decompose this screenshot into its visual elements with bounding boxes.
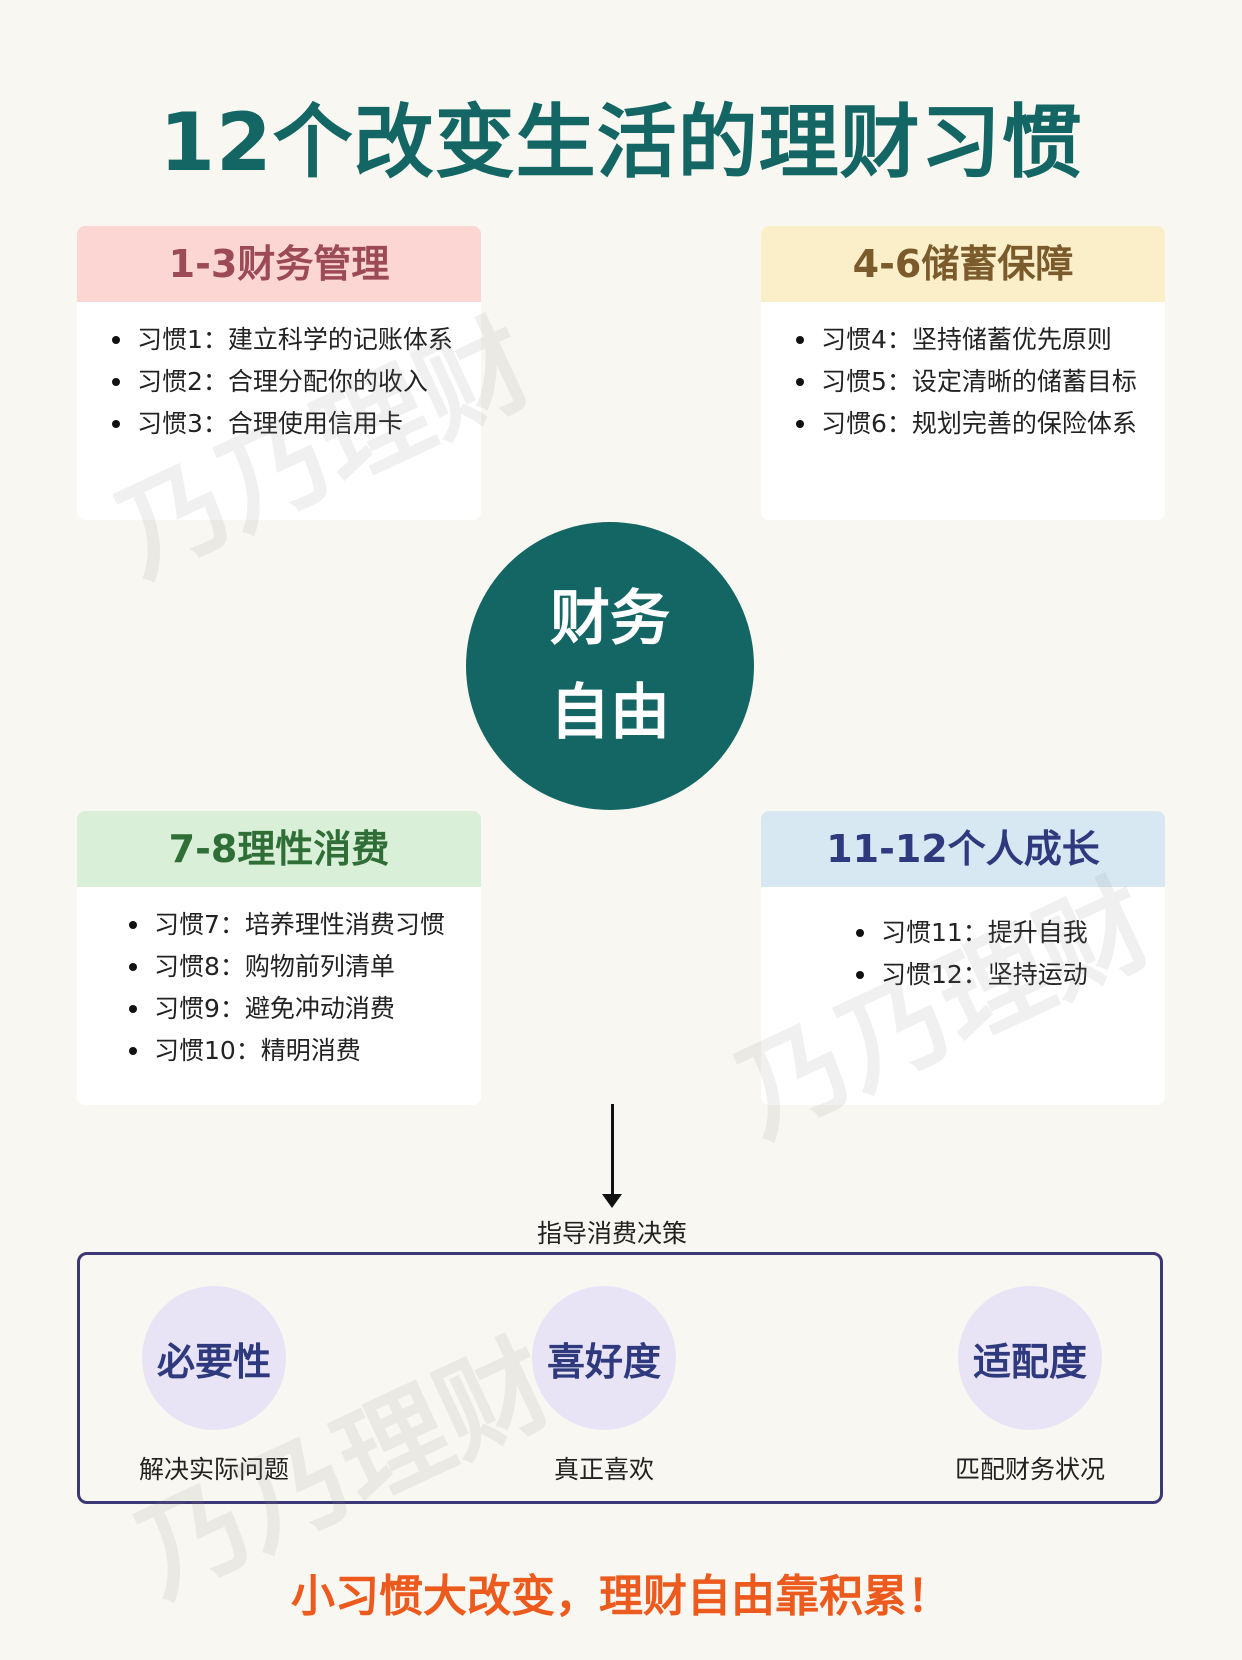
habit-item: 习惯10：精明消费: [129, 1030, 481, 1072]
factor-circle: 适配度: [958, 1286, 1102, 1430]
factor-circle: 必要性: [142, 1286, 286, 1430]
arrow-label: 指导消费决策: [536, 1219, 687, 1248]
factor-circle: 喜好度: [532, 1286, 676, 1430]
habit-item: 习惯4：坚持储蓄优先原则: [796, 319, 1165, 361]
habit-item: 习惯9：避免冲动消费: [129, 988, 481, 1030]
financial-freedom-circle: 财务 自由: [466, 522, 754, 810]
habit-item: 习惯2：合理分配你的收入: [112, 361, 481, 403]
card-heading: 7-8理性消费: [77, 811, 481, 887]
center-line1: 财务: [550, 584, 670, 654]
factor-description: 解决实际问题: [138, 1455, 289, 1484]
habit-list: 习惯4：坚持储蓄优先原则 习惯5：设定清晰的储蓄目标 习惯6：规划完善的保险体系: [761, 302, 1165, 445]
habit-item: 习惯3：合理使用信用卡: [112, 403, 481, 445]
decision-factors-box: [77, 1252, 1163, 1504]
habit-item: 习惯12：坚持运动: [856, 954, 1165, 996]
habit-item: 习惯8：购物前列清单: [129, 946, 481, 988]
card-rational-spending: 7-8理性消费 习惯7：培养理性消费习惯 习惯8：购物前列清单 习惯9：避免冲动…: [77, 811, 481, 1105]
habit-item: 习惯5：设定清晰的储蓄目标: [796, 361, 1165, 403]
factor-suitability: 适配度 匹配财务状况: [920, 1286, 1140, 1486]
factor-necessity: 必要性 解决实际问题: [104, 1286, 324, 1486]
habit-list: 习惯7：培养理性消费习惯 习惯8：购物前列清单 习惯9：避免冲动消费 习惯10：…: [77, 887, 481, 1072]
card-financial-management: 1-3财务管理 习惯1：建立科学的记账体系 习惯2：合理分配你的收入 习惯3：合…: [77, 226, 481, 520]
habit-item: 习惯1：建立科学的记账体系: [112, 319, 481, 361]
habit-item: 习惯6：规划完善的保险体系: [796, 403, 1165, 445]
center-line2: 自由: [550, 678, 670, 748]
habit-list: 习惯1：建立科学的记账体系 习惯2：合理分配你的收入 习惯3：合理使用信用卡: [77, 302, 481, 445]
habit-list: 习惯11：提升自我 习惯12：坚持运动: [761, 887, 1165, 996]
habit-item: 习惯7：培养理性消费习惯: [129, 904, 481, 946]
habit-item: 习惯11：提升自我: [856, 912, 1165, 954]
page-title: 12个改变生活的理财习惯: [159, 96, 1083, 189]
factor-description: 真正喜欢: [553, 1455, 654, 1484]
arrow-down-icon: [611, 1104, 614, 1200]
factor-description: 匹配财务状况: [954, 1455, 1105, 1484]
arrow-head-icon: [602, 1194, 622, 1208]
card-heading: 11-12个人成长: [761, 811, 1165, 887]
card-personal-growth: 11-12个人成长 习惯11：提升自我 习惯12：坚持运动: [761, 811, 1165, 1105]
card-heading: 4-6储蓄保障: [761, 226, 1165, 302]
card-heading: 1-3财务管理: [77, 226, 481, 302]
slogan: 小习惯大改变，理财自由靠积累！: [291, 1571, 951, 1622]
factor-preference: 喜好度 真正喜欢: [494, 1286, 714, 1486]
card-savings-protection: 4-6储蓄保障 习惯4：坚持储蓄优先原则 习惯5：设定清晰的储蓄目标 习惯6：规…: [761, 226, 1165, 520]
